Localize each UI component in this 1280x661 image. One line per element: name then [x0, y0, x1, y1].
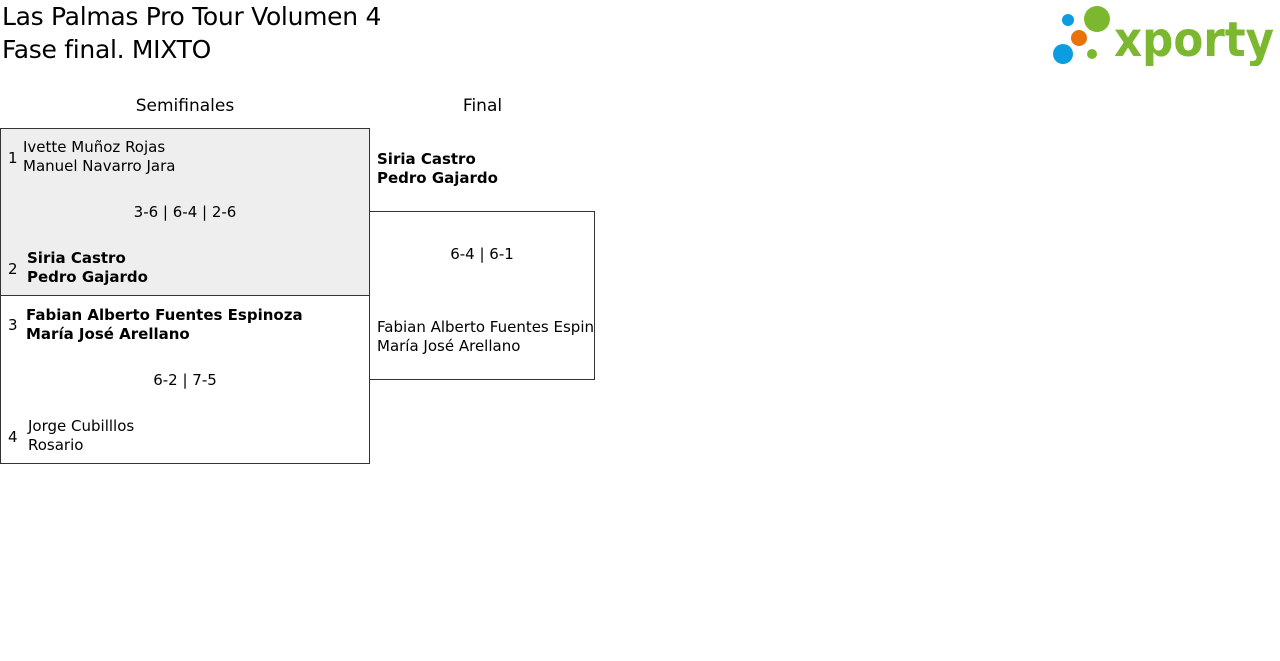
team-1: Ivette Muñoz Rojas Manuel Navarro Jara: [23, 138, 175, 176]
player-name: María José Arellano: [26, 325, 190, 343]
player-name: Fabian Alberto Fuentes Espinoza: [377, 318, 595, 336]
match-score: 6-2 | 7-5: [153, 371, 217, 389]
logo-text: xporty: [1114, 12, 1274, 66]
semifinal-match-1: 1 Ivette Muñoz Rojas Manuel Navarro Jara…: [0, 128, 370, 296]
player-name: Pedro Gajardo: [27, 268, 148, 286]
round-header-final: Final: [462, 96, 503, 116]
page-subtitle: Fase final. MIXTO: [2, 35, 211, 64]
xporty-logo: xporty: [1053, 6, 1274, 66]
player-name: Siria Castro: [377, 150, 476, 168]
semifinal-match-2: 3 Fabian Alberto Fuentes Espinoza María …: [0, 295, 370, 464]
final-team-winner: Siria Castro Pedro Gajardo: [377, 150, 498, 188]
player-name: Manuel Navarro Jara: [23, 157, 176, 175]
player-name: Pedro Gajardo: [377, 169, 498, 187]
logo-dot-orange: [1071, 30, 1087, 46]
seed-number: 3: [8, 316, 18, 334]
page-title: Las Palmas Pro Tour Volumen 4: [2, 2, 382, 31]
player-name: Rosario: [28, 436, 84, 454]
final-team-runner-up: Fabian Alberto Fuentes Espinoza María Jo…: [377, 318, 595, 356]
round-header-semifinals: Semifinales: [135, 96, 235, 116]
logo-dot-green-small: [1087, 49, 1097, 59]
seed-number: 2: [8, 260, 18, 278]
player-name: Ivette Muñoz Rojas: [23, 138, 166, 156]
logo-dot-blue-small: [1062, 14, 1074, 26]
match-score: 3-6 | 6-4 | 2-6: [133, 203, 237, 221]
logo-dot-blue: [1053, 44, 1073, 64]
final-score: 6-4 | 6-1: [450, 245, 514, 263]
team-2-winner: Siria Castro Pedro Gajardo: [27, 249, 148, 287]
player-name: Jorge Cubilllos: [28, 417, 135, 435]
team-3-winner: Fabian Alberto Fuentes Espinoza María Jo…: [26, 306, 303, 344]
player-name: Siria Castro: [27, 249, 126, 267]
seed-number: 4: [8, 428, 18, 446]
final-match: 6-4 | 6-1 Fabian Alberto Fuentes Espinoz…: [369, 211, 595, 380]
logo-dot-green: [1084, 6, 1110, 32]
player-name: Fabian Alberto Fuentes Espinoza: [26, 306, 303, 324]
team-4: Jorge Cubilllos Rosario: [28, 417, 134, 455]
player-name: María José Arellano: [377, 337, 521, 355]
seed-number: 1: [8, 149, 18, 167]
